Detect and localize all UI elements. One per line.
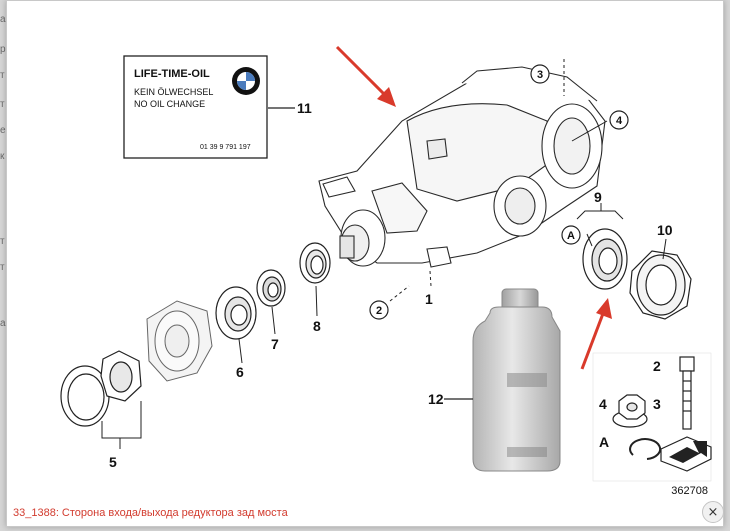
background-text-fragment: р [0,44,6,55]
legend-number-2: 2 [653,358,661,374]
part-10-cover [629,250,692,320]
callout-12: 12 [428,391,444,407]
part-5-nut-and-washer [60,350,142,427]
legend-number-3: 3 [653,396,661,412]
callout-7: 7 [271,336,279,352]
legend-letter-a: A [599,434,609,450]
label-title: LIFE-TIME-OIL [134,68,210,80]
bottle-body [472,306,561,472]
differential-housing [318,66,606,268]
svg-text:A: A [567,230,575,242]
callout-6: 6 [236,364,244,380]
svg-text:3: 3 [537,69,543,81]
callout-8: 8 [313,318,321,334]
callout-10: 10 [657,222,673,238]
callout-4: 4 [609,110,629,130]
background-text-fragment: е [0,125,6,136]
direction-arrow-icon [660,436,712,472]
hex-nut-icon [612,394,648,428]
bmw-logo-icon [232,67,260,95]
background-text-fragment: т [0,99,5,110]
svg-text:4: 4 [616,115,623,127]
parts-diagram: LIFE-TIME-OIL KEIN ÖLWECHSEL NO OIL CHAN… [60,45,712,497]
label-line-1: KEIN ÖLWECHSEL [134,87,213,97]
background-text-fragment: а [0,14,6,25]
callout-2: 2 [369,300,389,320]
part-6-flange-seal [215,286,257,340]
circlip-icon [629,438,662,460]
background-text-fragment: т [0,262,5,273]
leader-lines [101,59,667,449]
callout-11: 11 [297,100,312,116]
image-viewer-modal: LIFE-TIME-OIL KEIN ÖLWECHSEL NO OIL CHAN… [6,0,724,527]
drive-flange [146,300,213,382]
legend-number-4: 4 [599,396,607,412]
part-9-shaft-seal [582,228,628,290]
callout-1: 1 [425,291,433,307]
callout-5: 5 [109,454,117,470]
label-line-2: NO OIL CHANGE [134,99,205,109]
red-arrow-upper [335,45,396,107]
diagram-id: 362708 [671,485,708,497]
oil-bottle [472,288,561,472]
background-text-fragment: а [0,318,6,329]
callout-detail-a: A [561,225,581,245]
background-text-fragment: т [0,70,5,81]
bolt-icon [679,356,695,430]
background-text-fragment: т [0,236,5,247]
background-text-fragment: к [0,151,5,162]
bottle-label [507,373,547,387]
close-button[interactable]: × [702,501,724,523]
bottle-label-strip [507,447,547,457]
close-icon: × [707,504,719,520]
svg-text:2: 2 [376,305,382,317]
red-arrow-lower [580,298,612,370]
callout-9: 9 [594,189,602,205]
label-part-number: 01 39 9 791 197 [200,144,251,151]
hardware-legend: 2 3 4 A [592,352,712,482]
part-7-ring [256,269,286,307]
part-8-seal [299,242,331,284]
image-caption: 33_1388: Сторона входа/выхода редуктора … [13,507,288,519]
life-time-oil-label: LIFE-TIME-OIL KEIN ÖLWECHSEL NO OIL CHAN… [123,55,268,159]
callout-3: 3 [530,64,550,84]
